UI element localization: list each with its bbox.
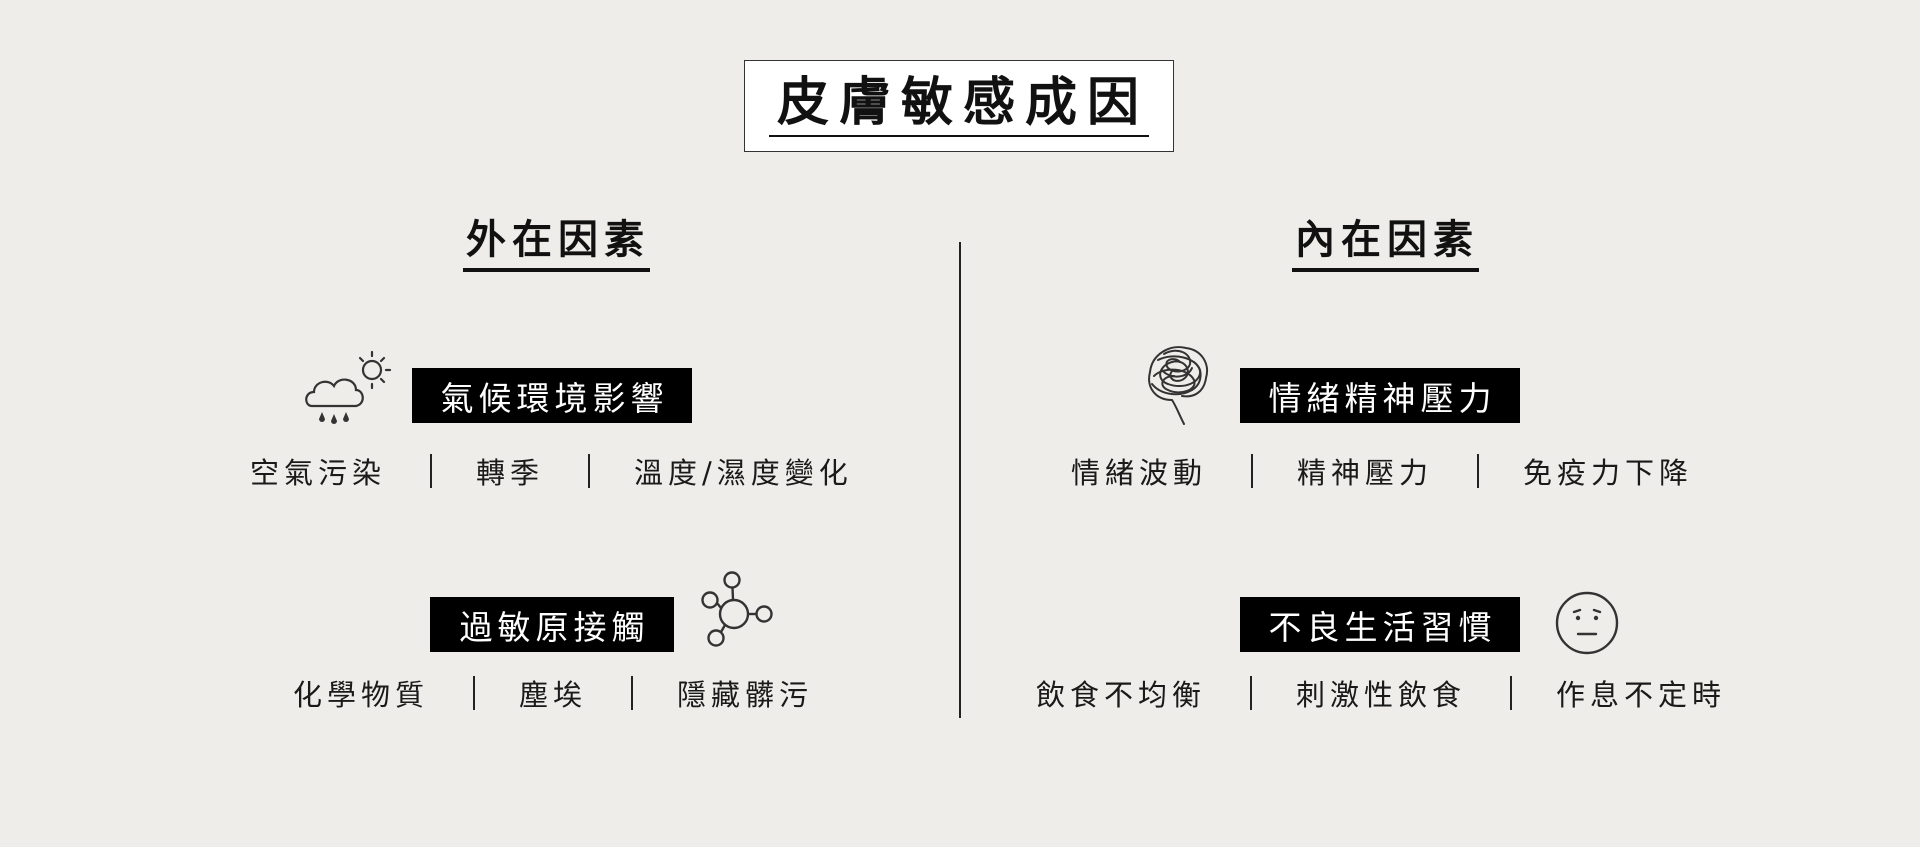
list-item: 情緒波動 — [1071, 456, 1208, 490]
list-item: 轉季 — [476, 456, 545, 490]
center-divider — [959, 242, 961, 718]
page-title: 皮膚敏感成因 — [768, 75, 1149, 137]
bad-habits-label: 不良生活習慣 — [1240, 597, 1520, 652]
allergen-items-row: 化學物質 塵埃 隱藏髒污 — [293, 672, 813, 714]
separator — [1250, 676, 1253, 710]
list-item: 精神壓力 — [1297, 456, 1434, 490]
allergen-contact-label: 過敏原接觸 — [430, 597, 674, 652]
separator — [430, 454, 433, 488]
separator — [473, 676, 476, 710]
separator — [1251, 454, 1254, 488]
habit-items-row: 飲食不均衡 刺激性飲食 作息不定時 — [1036, 672, 1726, 714]
list-item: 刺激性飲食 — [1296, 678, 1467, 712]
list-item: 隱藏髒污 — [677, 678, 814, 712]
list-item: 飲食不均衡 — [1036, 678, 1207, 712]
internal-factors-heading: 內在因素 — [1292, 216, 1479, 272]
weather-cloud-rain-sun-icon — [302, 348, 398, 432]
neutral-face-icon — [1554, 590, 1620, 660]
external-factors-heading: 外在因素 — [463, 216, 650, 272]
list-item: 化學物質 — [293, 678, 430, 712]
molecule-icon — [696, 570, 778, 652]
climate-environment-label: 氣候環境影響 — [412, 368, 692, 423]
separator — [1477, 454, 1480, 488]
separator — [588, 454, 591, 488]
list-item: 溫度/濕度變化 — [634, 456, 853, 490]
title-box: 皮膚敏感成因 — [744, 60, 1174, 152]
separator — [631, 676, 634, 710]
emotional-items-row: 情緒波動 精神壓力 免疫力下降 — [1071, 450, 1693, 492]
list-item: 作息不定時 — [1556, 678, 1727, 712]
separator — [1510, 676, 1513, 710]
climate-items-row: 空氣污染 轉季 溫度/濕度變化 — [250, 450, 853, 492]
list-item: 空氣污染 — [250, 456, 387, 490]
list-item: 塵埃 — [519, 678, 588, 712]
tangled-head-icon — [1144, 340, 1214, 432]
list-item: 免疫力下降 — [1523, 456, 1694, 490]
emotional-stress-label: 情緒精神壓力 — [1240, 368, 1520, 423]
